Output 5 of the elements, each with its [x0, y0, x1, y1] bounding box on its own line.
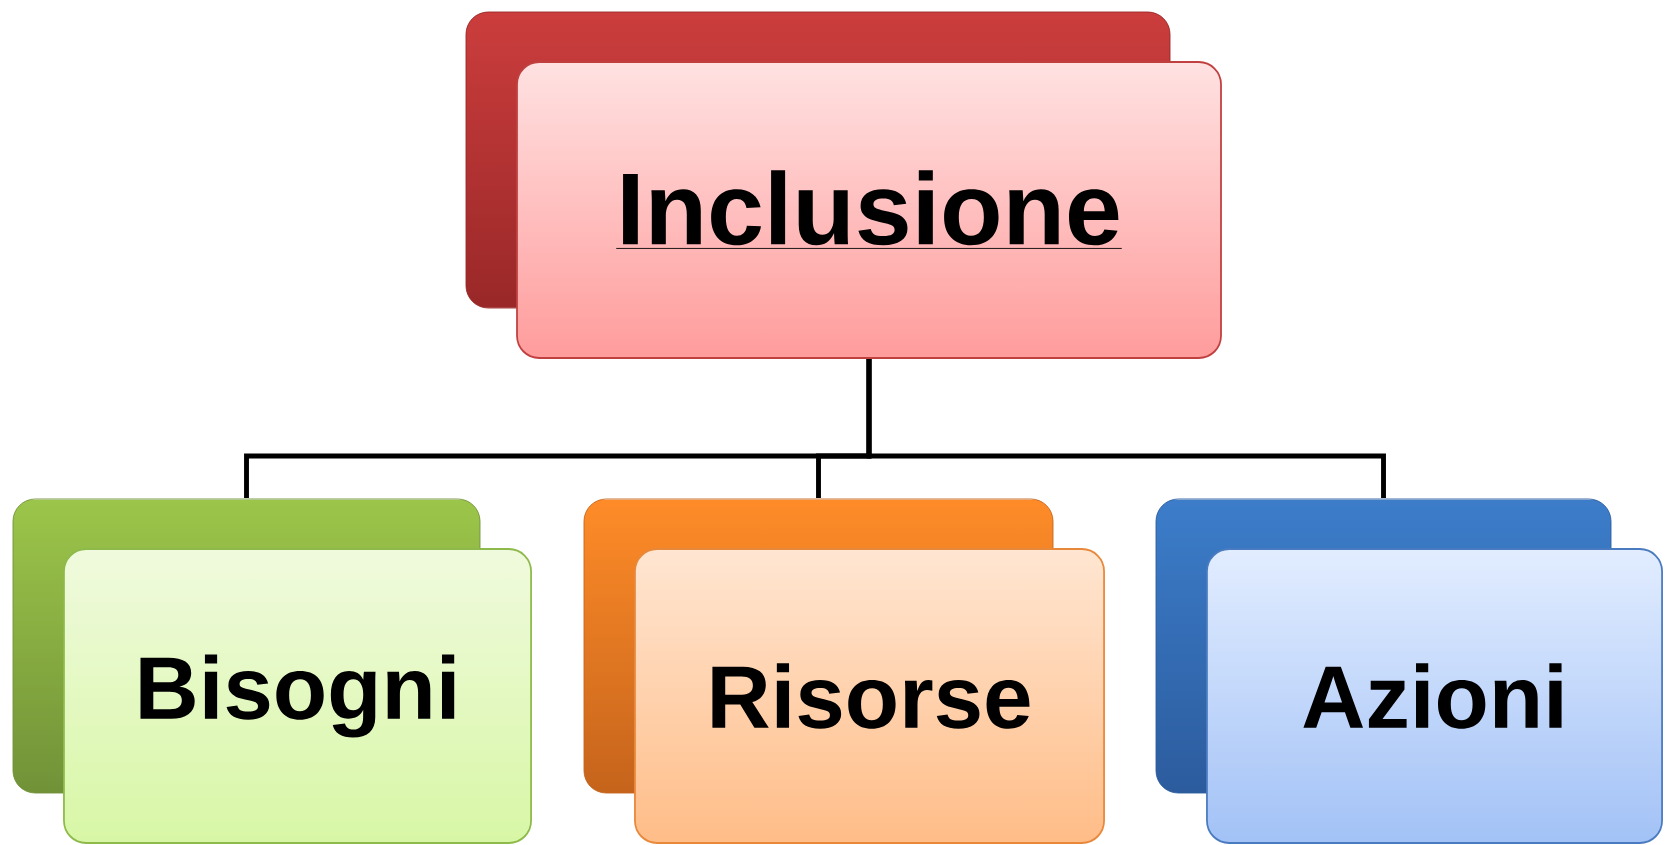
label-box: Risorse — [634, 548, 1105, 844]
label-box: Azioni — [1206, 548, 1663, 844]
label-box: Bisogni — [63, 548, 532, 844]
connector-line — [866, 358, 1386, 499]
label-box: Inclusione — [516, 61, 1222, 359]
